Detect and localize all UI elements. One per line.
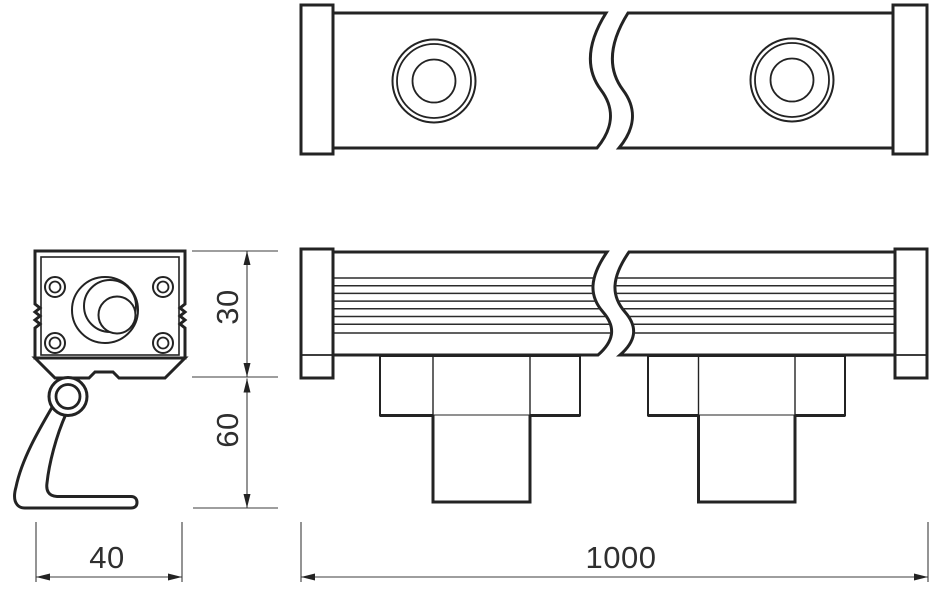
arrow-down-icon [243,363,251,377]
dim-fixture-length: 1000 [300,522,929,582]
arrow-up-icon [243,251,251,265]
bracket-arm-and-foot [12,401,139,510]
corner-screws [44,276,174,354]
profile-inner-frame [40,256,180,356]
side-view [12,249,189,510]
dim-label-bracket-height: 60 [210,412,245,447]
arrow-right-icon [914,573,928,581]
top-view [299,3,929,156]
dim-label-fixture-length: 1000 [586,540,657,575]
top-view-end-cap-left [299,3,335,156]
dim-profile-height: 30 [192,250,278,378]
top-view-end-cap-right [891,3,929,156]
dim-label-profile-width: 40 [89,540,124,575]
arrow-right-icon [168,573,182,581]
dim-bracket-height: 60 [193,378,278,509]
lens-reflector-icon [71,276,139,344]
arrow-left-icon [301,573,315,581]
arrow-down-icon [243,494,251,508]
front-view-body-left [331,250,614,357]
led-lens-right-icon [749,37,835,123]
front-view [299,247,929,504]
mounting-bracket-front-left [379,355,581,504]
top-view-body-right [610,11,895,150]
arrow-left-icon [36,573,50,581]
arrow-up-icon [243,378,251,393]
bracket-pivot-knuckle [47,376,89,417]
led-lens-left-icon [391,38,477,124]
front-view-end-cap-right [893,247,929,380]
dim-profile-width: 40 [35,522,183,582]
profile-base [31,356,189,380]
dim-label-profile-height: 30 [210,289,245,324]
front-view-body-right [613,250,897,357]
front-view-end-cap-left [299,247,335,380]
mounting-bracket-front-right [647,355,846,504]
